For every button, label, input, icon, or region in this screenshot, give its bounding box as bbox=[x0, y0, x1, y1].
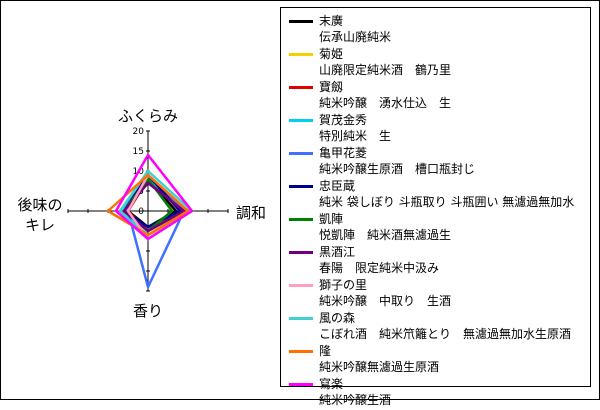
axis-label-left-line2: キレ bbox=[25, 216, 55, 234]
legend: 末廣伝承山廃純米菊姫山廃限定純米酒 鶴乃里寶劔純米吟醸 湧水仕込 生賀茂金秀特別… bbox=[280, 7, 591, 407]
legend-swatch bbox=[289, 317, 313, 320]
legend-sub: 純米吟醸 湧水仕込 生 bbox=[319, 96, 452, 110]
legend-name: 忠臣蔵 bbox=[319, 179, 356, 193]
legend-item: 亀甲花菱純米吟醸生原酒 槽口瓶封じ bbox=[289, 146, 590, 179]
legend-name: 賀茂金秀 bbox=[319, 113, 368, 127]
legend-sub: 純米吟醸 中取り 生酒 bbox=[319, 294, 452, 308]
legend-sub: 純米 袋しぼり 斗瓶取り 斗瓶囲い 無濾過無加水 bbox=[319, 195, 575, 209]
axis-label-left-line1: 後味の bbox=[17, 196, 62, 214]
legend-item: 獅子の里純米吟醸 中取り 生酒 bbox=[289, 278, 590, 311]
legend-swatch bbox=[289, 251, 313, 254]
legend-item: 凱陣悦凱陣 純米酒無濾過生 bbox=[289, 212, 590, 245]
legend-swatch bbox=[289, 53, 313, 56]
tick-label-0: 0 bbox=[138, 207, 144, 217]
legend-sub: 山廃限定純米酒 鶴乃里 bbox=[319, 63, 452, 77]
legend-list: 末廣伝承山廃純米菊姫山廃限定純米酒 鶴乃里寶劔純米吟醸 湧水仕込 生賀茂金秀特別… bbox=[281, 8, 590, 410]
legend-item: 忠臣蔵純米 袋しぼり 斗瓶取り 斗瓶囲い 無濾過無加水 bbox=[289, 179, 590, 212]
legend-name: 凱陣 bbox=[319, 212, 344, 226]
legend-swatch bbox=[289, 350, 313, 353]
axis-label-bottom: 香り bbox=[133, 302, 163, 320]
legend-item: 寫楽純米吟醸生酒 bbox=[289, 377, 590, 410]
legend-item: 隆純米吟醸無濾過生原酒 bbox=[289, 344, 590, 377]
legend-item: 末廣伝承山廃純米 bbox=[289, 14, 590, 47]
legend-sub: 純米吟醸生原酒 槽口瓶封じ bbox=[319, 162, 476, 176]
legend-item: 菊姫山廃限定純米酒 鶴乃里 bbox=[289, 47, 590, 80]
legend-name: 菊姫 bbox=[319, 47, 344, 61]
legend-swatch bbox=[289, 20, 313, 23]
axis-label-right: 調和 bbox=[236, 204, 266, 222]
legend-swatch bbox=[289, 383, 313, 386]
legend-name: 亀甲花菱 bbox=[319, 146, 368, 160]
legend-name: 寫楽 bbox=[319, 377, 344, 391]
series-polygon-11 bbox=[114, 153, 194, 241]
legend-swatch bbox=[289, 284, 313, 287]
legend-sub: 純米吟醸生酒 bbox=[319, 393, 392, 407]
legend-swatch bbox=[289, 119, 313, 122]
legend-name: 隆 bbox=[319, 344, 332, 358]
legend-item: 黒酒江春陽 限定純米中汲み bbox=[289, 245, 590, 278]
legend-name: 黒酒江 bbox=[319, 245, 356, 259]
legend-name: 風の森 bbox=[319, 311, 356, 325]
legend-sub: 純米吟醸無濾過生原酒 bbox=[319, 360, 440, 374]
legend-swatch bbox=[289, 152, 313, 155]
tick-label-20: 20 bbox=[133, 127, 145, 137]
legend-item: 寶劔純米吟醸 湧水仕込 生 bbox=[289, 80, 590, 113]
series-polygon-10 bbox=[106, 173, 190, 237]
tick-label-15: 15 bbox=[133, 147, 144, 157]
legend-swatch bbox=[289, 86, 313, 89]
legend-sub: 悦凱陣 純米酒無濾過生 bbox=[319, 228, 452, 242]
legend-item: 風の森こぼれ酒 純米笊籬とり 無濾過無加水生原酒 bbox=[289, 311, 590, 344]
axis-label-top: ふくらみ bbox=[118, 107, 178, 125]
legend-name: 末廣 bbox=[319, 14, 344, 28]
legend-sub: 春陽 限定純米中汲み bbox=[319, 261, 440, 275]
legend-name: 獅子の里 bbox=[319, 278, 368, 292]
legend-name: 寶劔 bbox=[319, 80, 344, 94]
legend-item: 賀茂金秀特別純米 生 bbox=[289, 113, 590, 146]
legend-sub: こぼれ酒 純米笊籬とり 無濾過無加水生原酒 bbox=[319, 327, 572, 341]
legend-swatch bbox=[289, 218, 313, 221]
legend-swatch bbox=[289, 185, 313, 188]
legend-sub: 特別純米 生 bbox=[319, 129, 392, 143]
legend-sub: 伝承山廃純米 bbox=[319, 30, 392, 44]
radar-series bbox=[106, 153, 194, 289]
